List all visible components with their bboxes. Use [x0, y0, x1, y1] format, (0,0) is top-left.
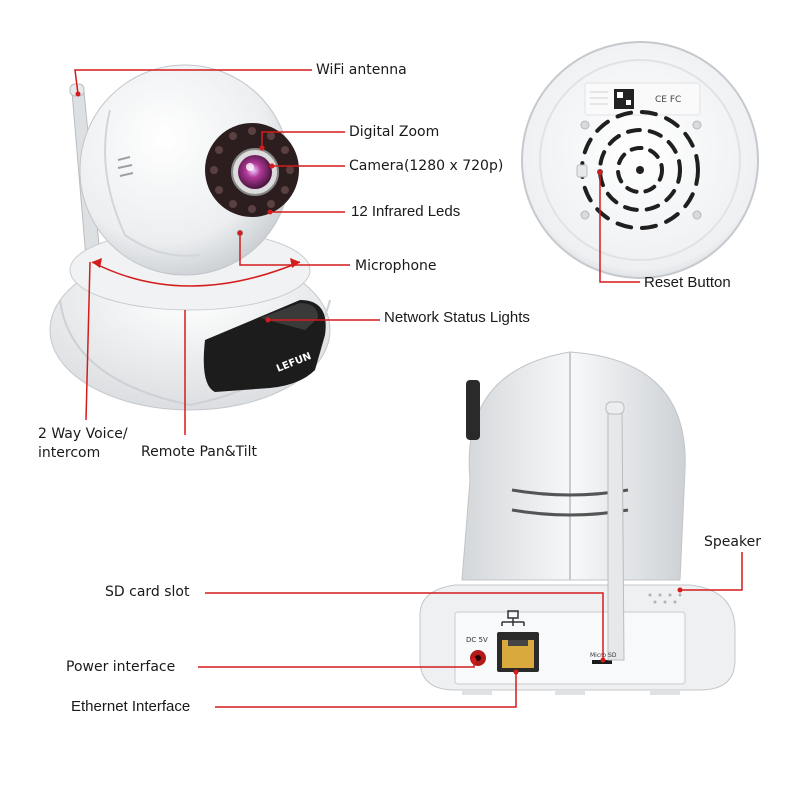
label-power: Power interface	[66, 659, 176, 675]
label-pan-tilt: Remote Pan&Tilt	[141, 444, 258, 460]
sd-label: Micro SD	[590, 652, 617, 659]
leader-wifi	[74, 69, 312, 95]
label-camera: Camera(1280 x 720p)	[349, 158, 504, 174]
label-network-lights: Network Status Lights	[384, 309, 530, 326]
leader-microphone	[239, 233, 350, 266]
back-camera	[419, 351, 736, 695]
leader-voice	[85, 261, 91, 421]
label-microphone: Microphone	[355, 258, 437, 274]
svg-text:CE FC: CE FC	[655, 95, 681, 105]
leader-ethernet	[215, 672, 517, 708]
leader-zoom	[261, 131, 345, 148]
leader-sd	[205, 592, 604, 660]
label-ethernet: Ethernet Interface	[71, 698, 191, 715]
label-reset-button: Reset Button	[644, 274, 731, 291]
pantilt-arrow-left	[92, 258, 102, 268]
leader-reset	[599, 172, 640, 283]
leader-speaker	[680, 552, 743, 591]
label-wifi-antenna: WiFi antenna	[316, 62, 407, 78]
label-infrared: 12 Infrared Leds	[351, 203, 461, 220]
bottom-view: CE FC	[521, 41, 759, 279]
leader-dots	[75, 91, 683, 675]
dc-label: DC 5V	[466, 636, 488, 644]
label-speaker: Speaker	[704, 534, 761, 550]
label-sd-slot: SD card slot	[105, 584, 190, 600]
pantilt-arrow-right	[290, 258, 300, 268]
label-digital-zoom: Digital Zoom	[349, 124, 440, 140]
front-camera	[49, 64, 331, 411]
leader-lines	[74, 69, 743, 708]
label-two-way-voice: 2 Way Voice/ intercom	[38, 426, 128, 461]
leader-pantilt	[91, 261, 301, 287]
